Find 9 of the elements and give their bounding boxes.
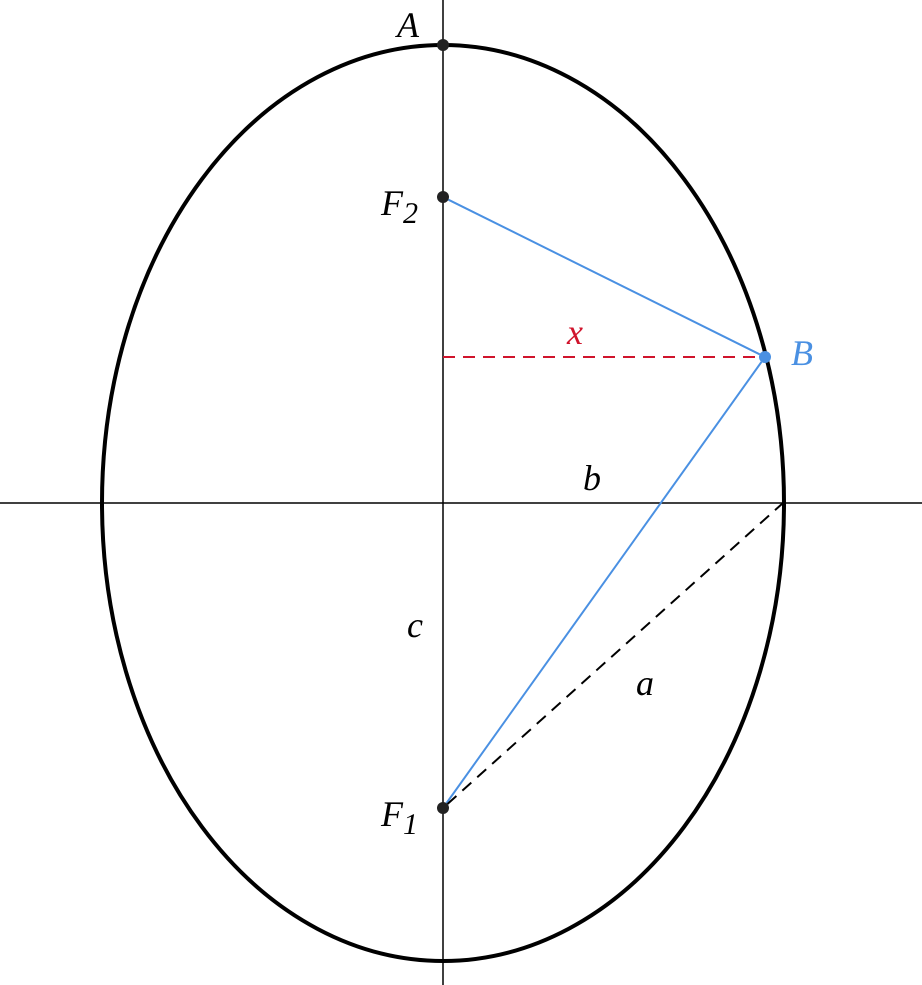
point-label: F$_{2}$: [381, 185, 418, 230]
length-label: b: [583, 460, 601, 496]
dashed-line: [446, 502, 784, 805]
line-segment: [448, 198, 760, 356]
length-label: c: [407, 607, 423, 643]
point-label: F$_{1}$: [381, 796, 418, 840]
line-segment: [446, 361, 762, 804]
point-label: B: [791, 335, 813, 371]
point-label: A: [397, 7, 419, 43]
